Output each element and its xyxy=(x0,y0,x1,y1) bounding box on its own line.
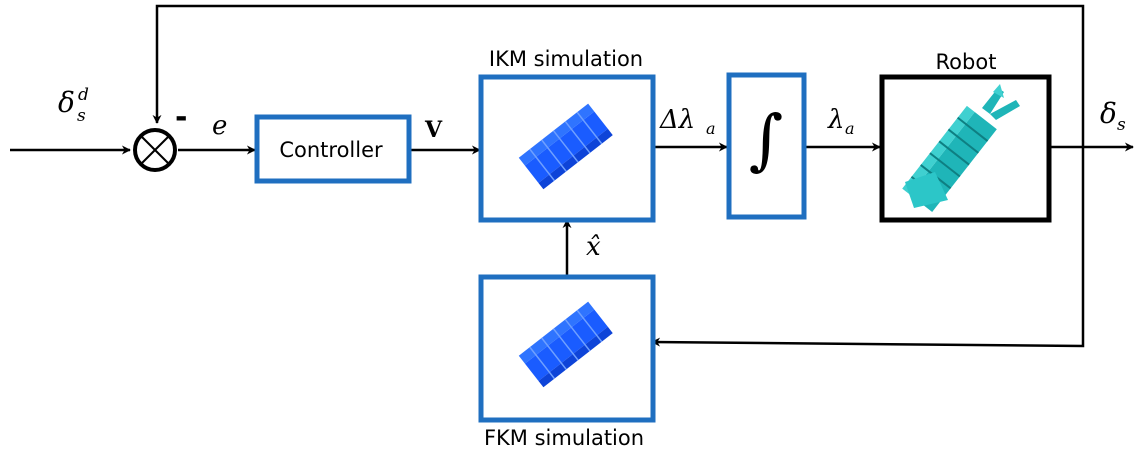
fkm-model-picture xyxy=(518,301,613,388)
svg-text:δ: δ xyxy=(58,86,75,119)
svg-text:a: a xyxy=(845,119,855,138)
error-label: e xyxy=(212,111,227,141)
svg-text:s: s xyxy=(77,106,86,126)
output-label: δ s xyxy=(1100,97,1126,135)
robot-title: Robot xyxy=(936,50,997,74)
delta-lambda-label: Δλ a xyxy=(659,105,716,138)
controller-label: Controller xyxy=(279,138,383,162)
integrator-block xyxy=(726,72,807,220)
svg-text:d: d xyxy=(78,85,89,105)
robot-picture xyxy=(902,84,1020,212)
svg-text:δ: δ xyxy=(1100,97,1117,130)
summing-junction xyxy=(133,128,177,172)
svg-text:s: s xyxy=(1117,115,1126,135)
ikm-simulation-title: IKM simulation xyxy=(489,47,643,71)
velocity-label: V xyxy=(424,117,443,143)
ikm-model-picture xyxy=(518,103,613,190)
svg-text:λ: λ xyxy=(827,105,844,135)
signal-wires xyxy=(10,4,1134,348)
outer-feedback-path xyxy=(152,4,1085,147)
svg-text:a: a xyxy=(706,119,716,138)
integral-symbol: ∫ xyxy=(749,101,783,178)
svg-text:Δλ: Δλ xyxy=(659,105,695,135)
fkm-feedback-path xyxy=(651,147,1085,348)
fkm-simulation-title: FKM simulation xyxy=(484,426,644,450)
controller-block xyxy=(254,114,412,184)
x-hat-label: x̂ xyxy=(586,232,601,262)
lambda-label: λ a xyxy=(827,105,855,138)
setpoint-label: δ d s xyxy=(58,85,89,126)
minus-sign: - xyxy=(175,100,187,135)
